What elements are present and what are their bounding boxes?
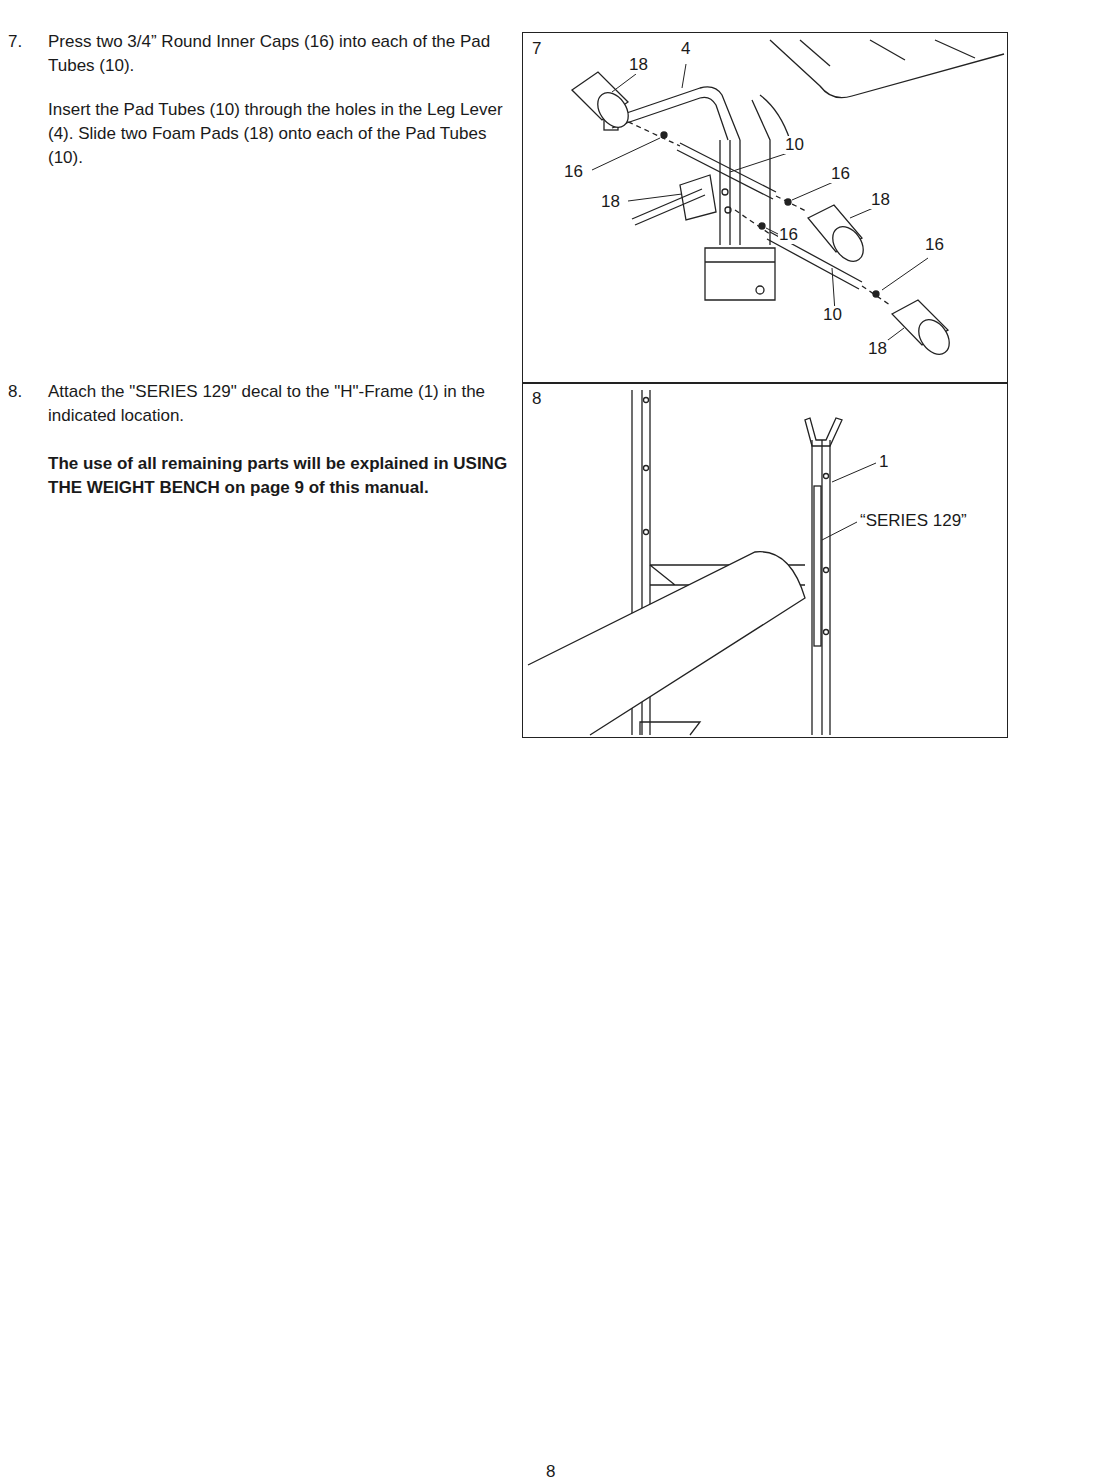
bolt: [756, 286, 764, 294]
callout-number: 18: [628, 56, 649, 74]
h-frame-upright: [812, 440, 830, 735]
callout-number: 18: [870, 191, 891, 209]
pad-tube: [632, 189, 705, 225]
leader-lines: [592, 64, 928, 346]
hole: [722, 189, 728, 195]
instruction-text: Press two 3/4” Round Inner Caps (16) int…: [48, 30, 510, 78]
callout-number: 18: [867, 340, 888, 358]
foam-pad: [572, 72, 635, 133]
pad-tube: [677, 143, 776, 199]
panel-number: 8: [532, 389, 541, 409]
upright-tubes: [720, 95, 790, 245]
callout-number: 16: [563, 163, 584, 181]
bench-leg: [640, 722, 700, 735]
callout-number: 18: [600, 193, 621, 211]
note-text: The use of all remaining parts will be e…: [48, 452, 510, 500]
figure-panel: 8: [522, 382, 1008, 738]
assembly-axis: [620, 118, 890, 305]
callout-number: 10: [784, 136, 805, 154]
bar-cradle: [805, 418, 842, 446]
inner-cap: [661, 132, 667, 138]
decal-label: “SERIES 129”: [859, 512, 968, 530]
instruction-text: Insert the Pad Tubes (10) through the ho…: [48, 98, 510, 170]
page-number: 8: [545, 1463, 556, 1481]
leg-lever: [612, 87, 740, 140]
callout-number: 16: [778, 226, 799, 244]
step-number: 7.: [8, 30, 22, 54]
foam-pad: [808, 205, 870, 267]
inner-cap: [873, 291, 879, 297]
callout-number: 10: [822, 306, 843, 324]
instruction-text: Attach the "SERIES 129" decal to the "H"…: [48, 380, 510, 428]
foam-pad: [680, 175, 716, 220]
seat-pad: [770, 40, 1004, 98]
seat-pad-edge: [800, 40, 830, 66]
bench-pad: [528, 552, 805, 735]
callout-number: 16: [830, 165, 851, 183]
decal-area: [814, 486, 821, 646]
seat-pad-seam: [870, 40, 975, 60]
base-foot: [705, 248, 775, 300]
hole: [725, 207, 731, 213]
figure-panel: 7: [522, 32, 1008, 384]
inner-cap: [785, 199, 791, 205]
callout-number: 16: [924, 236, 945, 254]
inner-cap: [759, 223, 765, 229]
step-number: 8.: [8, 380, 22, 404]
callout-number: 1: [878, 453, 889, 471]
callout-number: 4: [680, 40, 691, 58]
panel-number: 7: [532, 39, 541, 59]
